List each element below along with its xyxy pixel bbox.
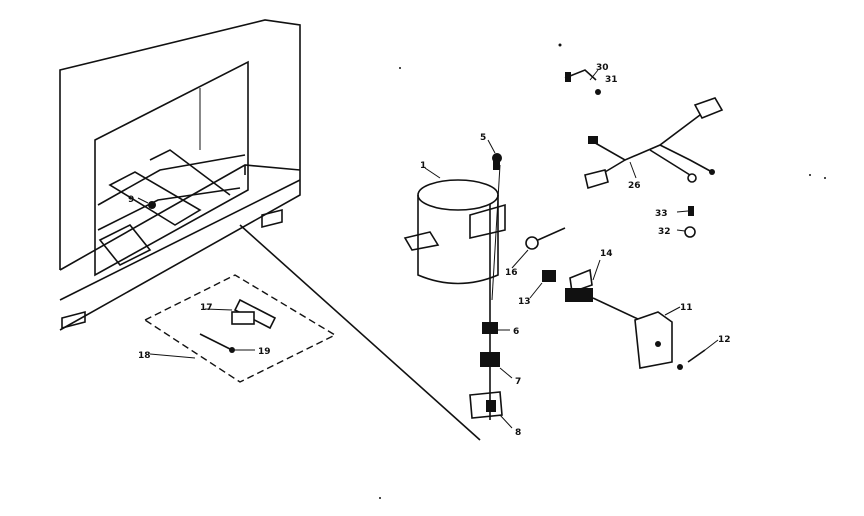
part-26-wire-harness [584,97,724,190]
part-9-screw [148,201,156,209]
label-33: 33 [655,209,668,219]
label-31: 31 [605,75,618,85]
label-9: 9 [128,195,134,205]
part-17 [231,311,255,325]
part-19 [229,347,235,353]
label-16: 16 [505,268,518,278]
part-5-fitting [487,139,502,170]
part-6 [482,322,510,334]
label-19: 19 [258,347,271,357]
part-13 [529,270,556,299]
part-11-cover [634,306,681,369]
part-16 [511,227,566,269]
part-7 [480,352,513,379]
label-7: 7 [515,377,521,387]
part-12-screw [677,339,719,370]
kit-outline [143,274,337,383]
label-5: 5 [480,133,486,143]
cabinet [59,19,301,331]
label-8: 8 [515,428,521,438]
part-30-31 [564,69,601,95]
part-8-bracket [469,391,513,429]
label-12: 12 [718,335,731,345]
part-1-compressor [403,167,506,285]
part-32-33 [676,206,696,238]
label-6: 6 [513,327,519,337]
label-26: 26 [628,181,641,191]
label-32: 32 [658,227,671,237]
label-13: 13 [518,297,531,307]
label-14: 14 [600,249,613,259]
label-18: 18 [138,351,151,361]
label-17: 17 [200,303,213,313]
label-30: 30 [596,63,609,73]
label-1: 1 [420,161,426,171]
label-11: 11 [680,303,693,313]
part-14-relay [565,259,641,321]
